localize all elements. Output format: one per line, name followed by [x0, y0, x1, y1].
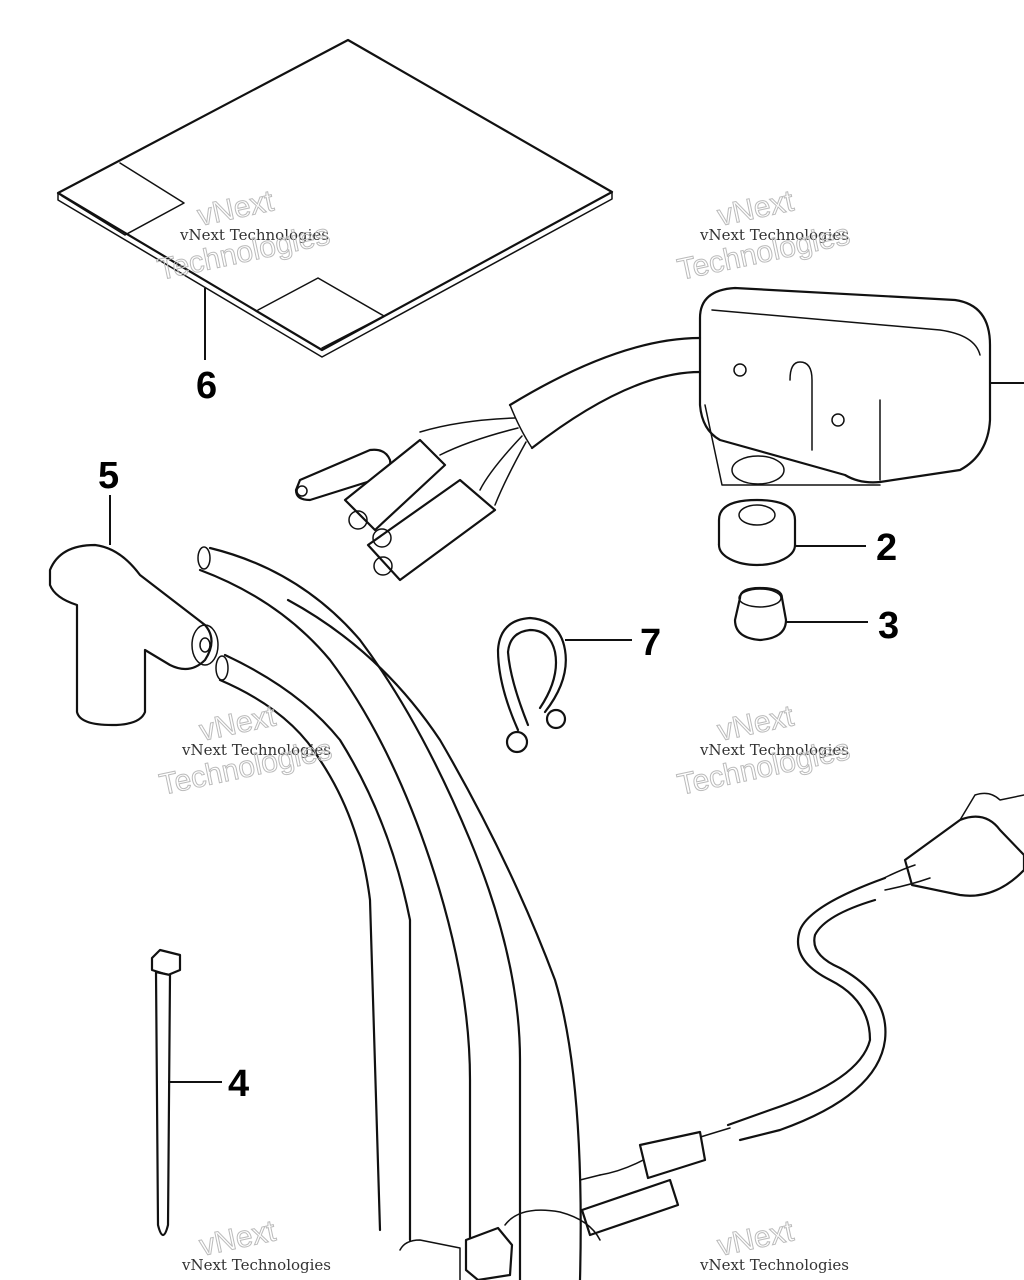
- part-1-control-box: [294, 286, 1024, 582]
- callout-3: 3: [878, 605, 899, 647]
- part-2-grommet: [717, 498, 866, 567]
- callout-5: 5: [98, 455, 119, 497]
- part-7-clamp: [496, 616, 632, 754]
- svg-text:vNext Technologies: vNext Technologies: [179, 226, 329, 244]
- watermark-mid-right: vNext Technologies vNext Technologies: [674, 699, 853, 802]
- part-4-cable-tie: [150, 948, 222, 1237]
- watermark-bottom-left: vNext Technologies vNext: [181, 1214, 331, 1274]
- callout-4: 4: [228, 1063, 249, 1105]
- lower-harness: [399, 792, 1024, 1280]
- callout-6: 6: [196, 365, 217, 407]
- svg-text:vNext Technologies: vNext Technologies: [699, 226, 849, 244]
- part-6-pad: [56, 38, 614, 360]
- svg-text:vNext Technologies: vNext Technologies: [699, 1256, 849, 1274]
- callout-2: 2: [876, 527, 897, 569]
- watermark-mid-left: vNext Technologies vNext Technologies: [156, 699, 335, 802]
- svg-text:vNext Technologies: vNext Technologies: [181, 741, 331, 759]
- part-5-plug-cap: [48, 495, 219, 727]
- part-3-collar: [733, 586, 868, 642]
- watermark-top-right: vNext Technologies vNext Technologies: [674, 184, 853, 287]
- watermark-bottom-right: vNext Technologies vNext: [699, 1214, 849, 1274]
- svg-text:vNext Technologies: vNext Technologies: [699, 741, 849, 759]
- callout-7: 7: [640, 622, 661, 664]
- svg-text:vNext Technologies: vNext Technologies: [181, 1256, 331, 1274]
- high-tension-leads: [197, 546, 582, 1280]
